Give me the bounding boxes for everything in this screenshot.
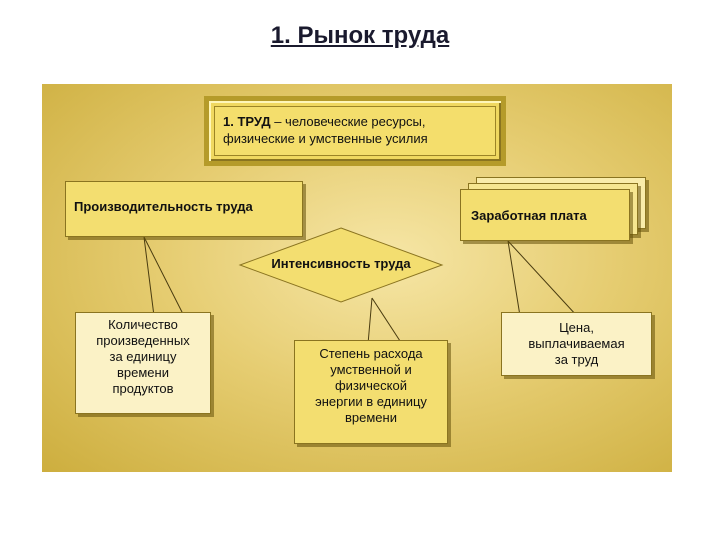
quantity-per-time-box: Количество произведенных за единицу врем… <box>75 312 211 414</box>
expenditure-rate-box: Степень расхода умственной и физической … <box>294 340 448 444</box>
labor-definition-box: 1. ТРУД – человеческие ресурсы, физическ… <box>204 96 506 166</box>
intensity-label: Интенсивность труда <box>271 256 411 271</box>
diagram-panel: 1. ТРУД – человеческие ресурсы, физическ… <box>42 84 672 472</box>
labor-definition-text: – человеческие ресурсы, физические и умс… <box>223 114 428 146</box>
labor-term: 1. ТРУД <box>223 114 271 129</box>
slide-title: 1. Рынок труда <box>270 22 450 49</box>
price-for-labor-box: Цена, выплачиваемая за труд <box>501 312 652 376</box>
wage-box: Заработная плата <box>460 189 630 241</box>
productivity-box: Производительность труда <box>65 181 303 237</box>
connector-intensity-rate <box>367 297 403 345</box>
connector-wage-price <box>507 240 578 317</box>
intensity-diamond <box>238 227 444 303</box>
connector-productivity-quantity <box>143 236 185 317</box>
connector-lines <box>143 236 578 345</box>
